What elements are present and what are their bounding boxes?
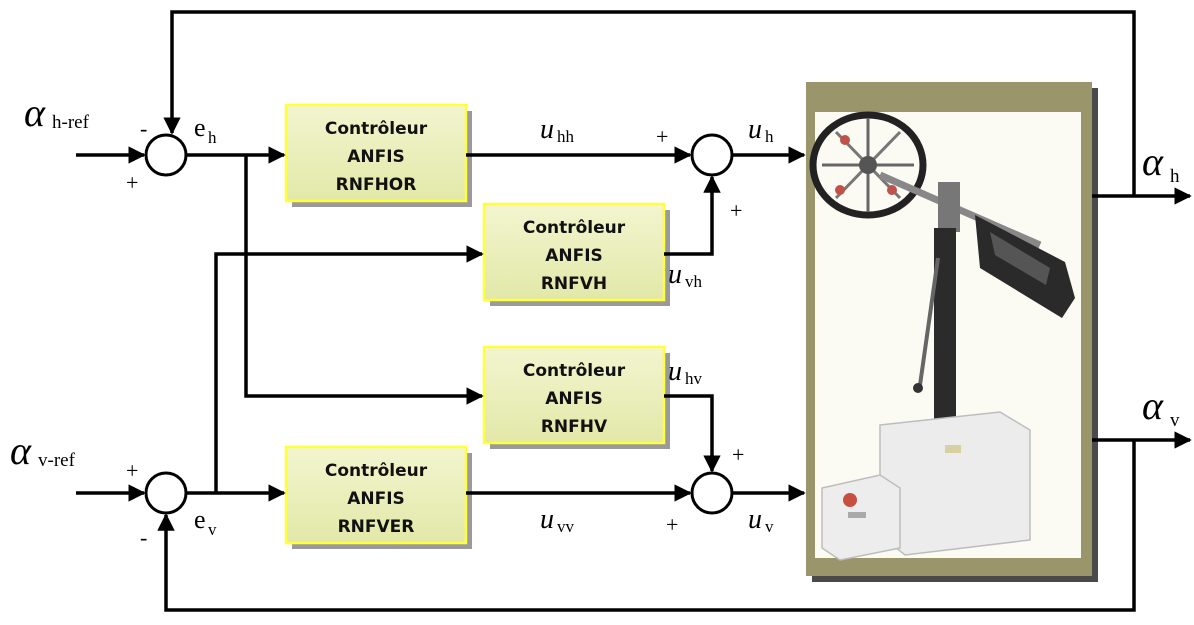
uh-symbol: u <box>748 114 762 145</box>
eh-subscript: h <box>208 128 217 147</box>
alpha-h-ref-symbol: α <box>24 90 46 135</box>
pivot <box>938 182 960 232</box>
uv-subscript: v <box>765 517 774 536</box>
controller-rnfhor: Contrôleur ANFIS RNFHOR <box>286 105 472 207</box>
alpha-v-symbol: α <box>1142 383 1164 428</box>
uhv-symbol: u <box>668 356 682 387</box>
sign-plus-uvh: + <box>730 198 742 223</box>
uh-subscript: h <box>765 127 774 146</box>
sign-plus-h-ref: + <box>126 170 138 195</box>
controller-label-line2: ANFIS <box>545 246 603 266</box>
controller-label-line2: ANFIS <box>545 389 603 409</box>
alpha-v-ref-subscript: v-ref <box>38 450 76 471</box>
uhh-symbol: u <box>540 114 554 145</box>
arrow-uvh <box>664 177 712 254</box>
controller-label-line1: Contrôleur <box>523 361 626 381</box>
uvv-symbol: u <box>540 504 554 535</box>
base-label <box>945 445 961 453</box>
sign-plus-uvv: + <box>666 512 678 537</box>
alpha-v-subscript: v <box>1170 410 1180 431</box>
controller-rnfhv: Contrôleur ANFIS RNFHV <box>484 347 670 449</box>
controller-label-line1: Contrôleur <box>325 119 428 139</box>
controller-rnfvh: Contrôleur ANFIS RNFVH <box>484 204 670 306</box>
ev-subscript: v <box>208 520 217 539</box>
alpha-v-ref-symbol: α <box>10 428 32 473</box>
summing-junction-uv <box>692 473 732 513</box>
sign-minus-v-feedback: - <box>140 525 147 550</box>
plant-base <box>880 412 1030 555</box>
controller-label-line3: RNFHV <box>541 417 608 437</box>
summing-junction-v <box>146 473 186 513</box>
controller-label-line2: ANFIS <box>347 147 405 167</box>
sign-plus-uhv: + <box>732 442 744 467</box>
summing-junction-uh <box>692 135 732 175</box>
rotor-wheel <box>813 115 923 215</box>
controller-label-line3: RNFVH <box>541 274 607 294</box>
alpha-h-subscript: h <box>1170 166 1180 187</box>
eh-symbol: e <box>194 113 206 142</box>
uvh-symbol: u <box>668 259 682 290</box>
uhh-subscript: hh <box>557 127 575 146</box>
uvv-subscript: vv <box>557 517 575 536</box>
sign-minus-h-feedback: - <box>140 116 147 141</box>
uvh-subscript: vh <box>685 272 703 291</box>
control-knob <box>843 493 857 507</box>
controller-label-line1: Contrôleur <box>523 218 626 238</box>
controller-label-line3: RNFVER <box>338 517 415 537</box>
controller-rnfver: Contrôleur ANFIS RNFVER <box>286 447 472 549</box>
alpha-h-symbol: α <box>1142 139 1164 184</box>
control-switch <box>848 512 866 518</box>
controller-label-line3: RNFHOR <box>336 175 417 195</box>
ev-symbol: e <box>194 505 206 534</box>
summing-junction-h <box>146 135 186 175</box>
plant-panel <box>806 82 1098 582</box>
controller-label-line2: ANFIS <box>347 489 405 509</box>
controller-label-line1: Contrôleur <box>325 461 428 481</box>
counterweight <box>913 383 923 393</box>
uhv-subscript: hv <box>685 369 703 388</box>
sign-plus-uhh: + <box>656 124 668 149</box>
alpha-h-ref-subscript: h-ref <box>52 112 90 133</box>
uv-symbol: u <box>748 504 762 535</box>
sign-plus-v-ref: + <box>126 458 138 483</box>
arrow-uhv <box>664 396 712 471</box>
